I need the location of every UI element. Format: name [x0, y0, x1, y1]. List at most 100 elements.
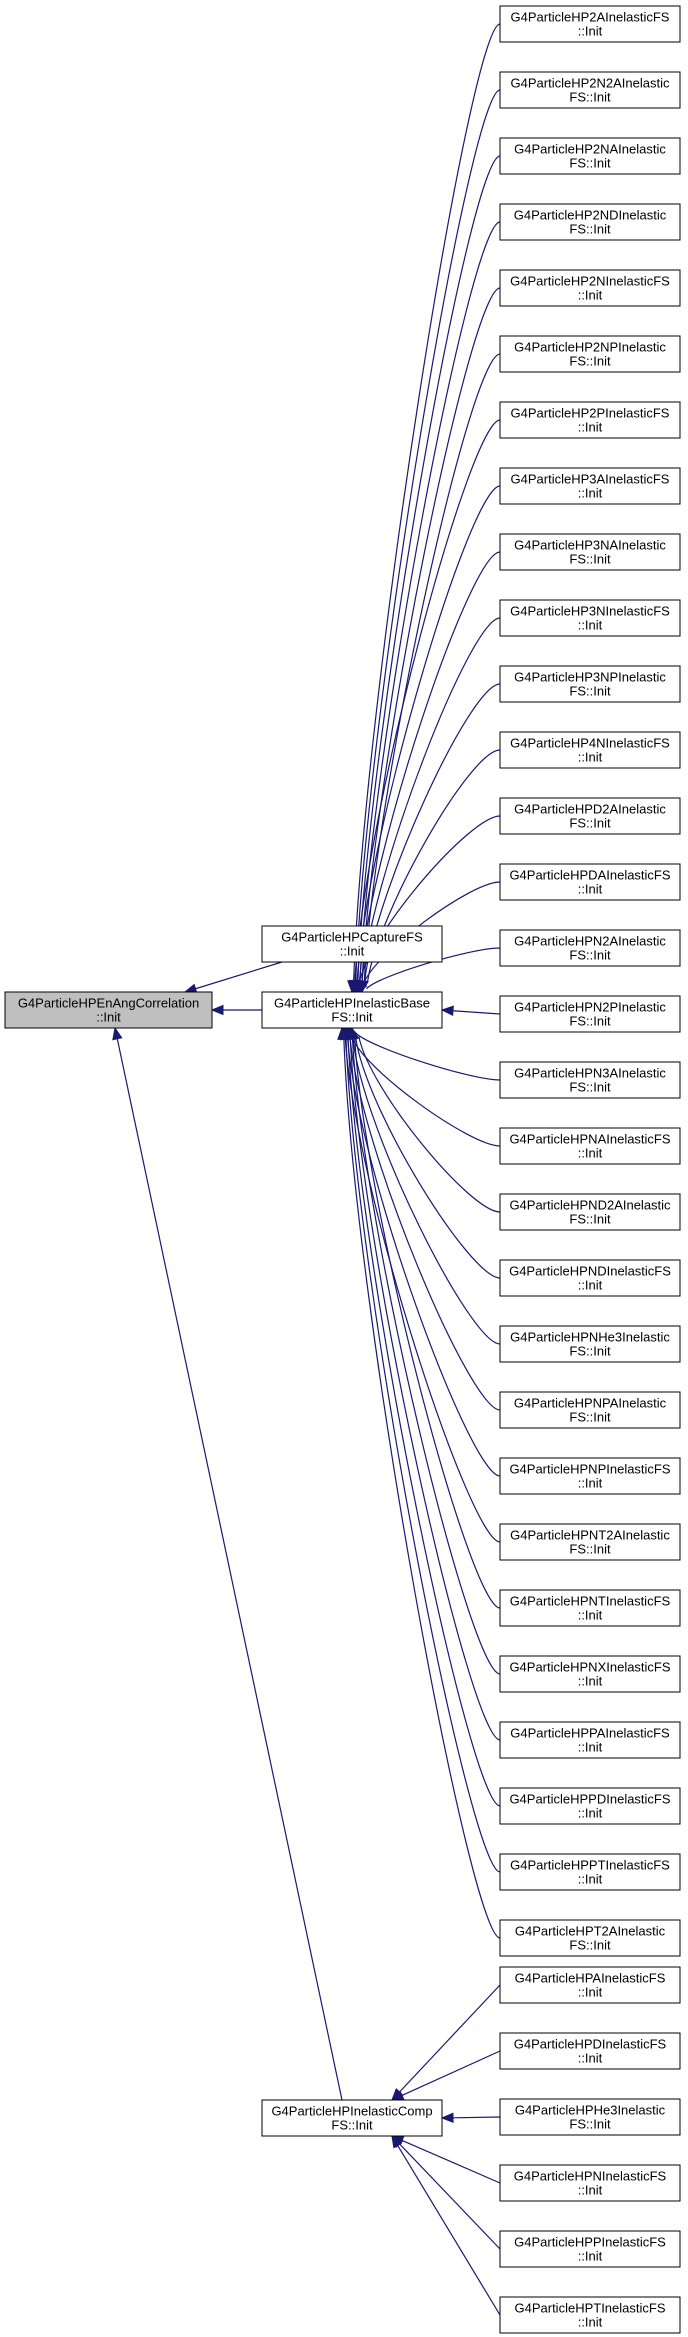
node-g4particlehppainelasticfs-init[interactable]: G4ParticleHPPAInelasticFS::Init: [499, 1721, 681, 1759]
node-box: [499, 5, 681, 43]
edges-layer: [112, 23, 501, 2316]
node-label-line: FS::Init: [331, 1010, 373, 1025]
node-label-line: ::Init: [578, 1476, 603, 1491]
node-box: [499, 1721, 681, 1759]
arrowhead: [337, 1026, 348, 1040]
node-box: [499, 2032, 681, 2070]
node-label-line: G4ParticleHPEnAngCorrelation: [18, 996, 199, 1011]
call-edge: [399, 1984, 501, 2093]
node-label-line: G4ParticleHPHe3Inelastic: [515, 2103, 666, 2118]
call-edge: [361, 287, 501, 982]
node-g4particlehpcapturefs-init[interactable]: G4ParticleHPCaptureFS::Init: [261, 925, 443, 963]
node-box: [4, 991, 213, 1029]
call-edge: [401, 2139, 501, 2184]
call-edge: [351, 1038, 501, 1675]
node-g4particlehppinelasticfs-init[interactable]: G4ParticleHPPInelasticFS::Init: [499, 2230, 681, 2268]
call-edge: [358, 1036, 501, 1213]
node-label-line: FS::Init: [569, 1542, 611, 1557]
node-g4particlehp3ainelasticfs-init[interactable]: G4ParticleHP3AInelasticFS::Init: [499, 467, 681, 505]
node-label-line: FS::Init: [569, 90, 611, 105]
node-label-line: FS::Init: [569, 816, 611, 831]
node-g4particlehp2ninelasticfs-init[interactable]: G4ParticleHP2NInelasticFS::Init: [499, 269, 681, 307]
node-label-line: G4ParticleHP3AInelasticFS: [511, 472, 670, 487]
node-g4particlehp4ninelasticfs-init[interactable]: G4ParticleHP4NInelasticFS::Init: [499, 731, 681, 769]
node-label-line: G4ParticleHPNInelasticFS: [514, 2169, 667, 2184]
node-label-line: ::Init: [578, 882, 603, 897]
node-label-line: G4ParticleHPCaptureFS: [281, 930, 423, 945]
node-label-line: ::Init: [578, 24, 603, 39]
node-label-line: ::Init: [340, 944, 365, 959]
node-g4particlehpdainelasticfs-init[interactable]: G4ParticleHPDAInelasticFS::Init: [499, 863, 681, 901]
node-label-line: G4ParticleHPT2AInelastic: [515, 1924, 666, 1939]
node-box: [499, 1787, 681, 1825]
node-label-line: G4ParticleHPPInelasticFS: [514, 2235, 666, 2250]
node-g4particlehpainelasticfs-init[interactable]: G4ParticleHPAInelasticFS::Init: [499, 1966, 681, 2004]
node-box: [499, 71, 681, 109]
node-box: [499, 137, 681, 175]
arrowhead: [440, 2112, 454, 2124]
node-label-line: ::Init: [578, 1608, 603, 1623]
node-g4particlehptinelasticfs-init[interactable]: G4ParticleHPTInelasticFS::Init: [499, 2296, 681, 2334]
node-g4particlehp3ninelasticfs-init[interactable]: G4ParticleHP3NInelasticFS::Init: [499, 599, 681, 637]
node-label-line: G4ParticleHPPDInelasticFS: [509, 1792, 670, 1807]
node-g4particlehpntinelasticfs-init[interactable]: G4ParticleHPNTInelasticFS::Init: [499, 1589, 681, 1627]
node-g4particlehp2ainelasticfs-init[interactable]: G4ParticleHP2AInelasticFS::Init: [499, 5, 681, 43]
node-box: [499, 797, 681, 835]
node-g4particlehp2pinelasticfs-init[interactable]: G4ParticleHP2PInelasticFS::Init: [499, 401, 681, 439]
node-g4particlehpdinelasticfs-init[interactable]: G4ParticleHPDInelasticFS::Init: [499, 2032, 681, 2070]
node-box: [499, 1589, 681, 1627]
call-edge: [350, 1034, 501, 1147]
node-box: [499, 1259, 681, 1297]
node-box: [499, 1966, 681, 2004]
node-label-line: ::Init: [96, 1010, 121, 1025]
node-label-line: G4ParticleHPNAInelasticFS: [509, 1132, 670, 1147]
call-edge: [356, 485, 501, 982]
node-g4particlehpenangcorrelation-init[interactable]: G4ParticleHPEnAngCorrelation::Init: [4, 991, 213, 1029]
node-box: [499, 1457, 681, 1495]
node-box: [499, 599, 681, 637]
node-label-line: ::Init: [578, 1740, 603, 1755]
node-box: [499, 1193, 681, 1231]
node-box: [499, 1127, 681, 1165]
node-g4particlehpnainelasticfs-init[interactable]: G4ParticleHPNAInelasticFS::Init: [499, 1127, 681, 1165]
node-g4particlehpninelasticfs-init[interactable]: G4ParticleHPNInelasticFS::Init: [499, 2164, 681, 2202]
node-label-line: G4ParticleHPAInelasticFS: [515, 1971, 666, 1986]
nodes-layer: G4ParticleHPEnAngCorrelation::InitG4Part…: [4, 5, 681, 2334]
node-label-line: G4ParticleHP3NInelasticFS: [510, 604, 670, 619]
node-g4particlehpndinelasticfs-init[interactable]: G4ParticleHPNDInelasticFS::Init: [499, 1259, 681, 1297]
call-edge: [347, 1038, 501, 1477]
node-label-line: ::Init: [578, 2315, 603, 2330]
node-g4particlehppdinelasticfs-init[interactable]: G4ParticleHPPDInelasticFS::Init: [499, 1787, 681, 1825]
node-g4particlehpptinelasticfs-init[interactable]: G4ParticleHPPTInelasticFS::Init: [499, 1853, 681, 1891]
node-box: [499, 203, 681, 241]
call-edge: [352, 1037, 501, 1345]
node-box: [261, 2099, 443, 2137]
node-box: [499, 863, 681, 901]
arrowhead: [112, 1026, 123, 1041]
node-label-line: G4ParticleHP2NPInelastic: [514, 340, 666, 355]
node-box: [499, 665, 681, 703]
node-label-line: G4ParticleHPDInelasticFS: [514, 2037, 667, 2052]
node-box: [499, 1655, 681, 1693]
arrowhead: [210, 1004, 224, 1016]
node-g4particlehpnpinelasticfs-init[interactable]: G4ParticleHPNPInelasticFS::Init: [499, 1457, 681, 1495]
node-g4particlehpnxinelasticfs-init[interactable]: G4ParticleHPNXInelasticFS::Init: [499, 1655, 681, 1693]
